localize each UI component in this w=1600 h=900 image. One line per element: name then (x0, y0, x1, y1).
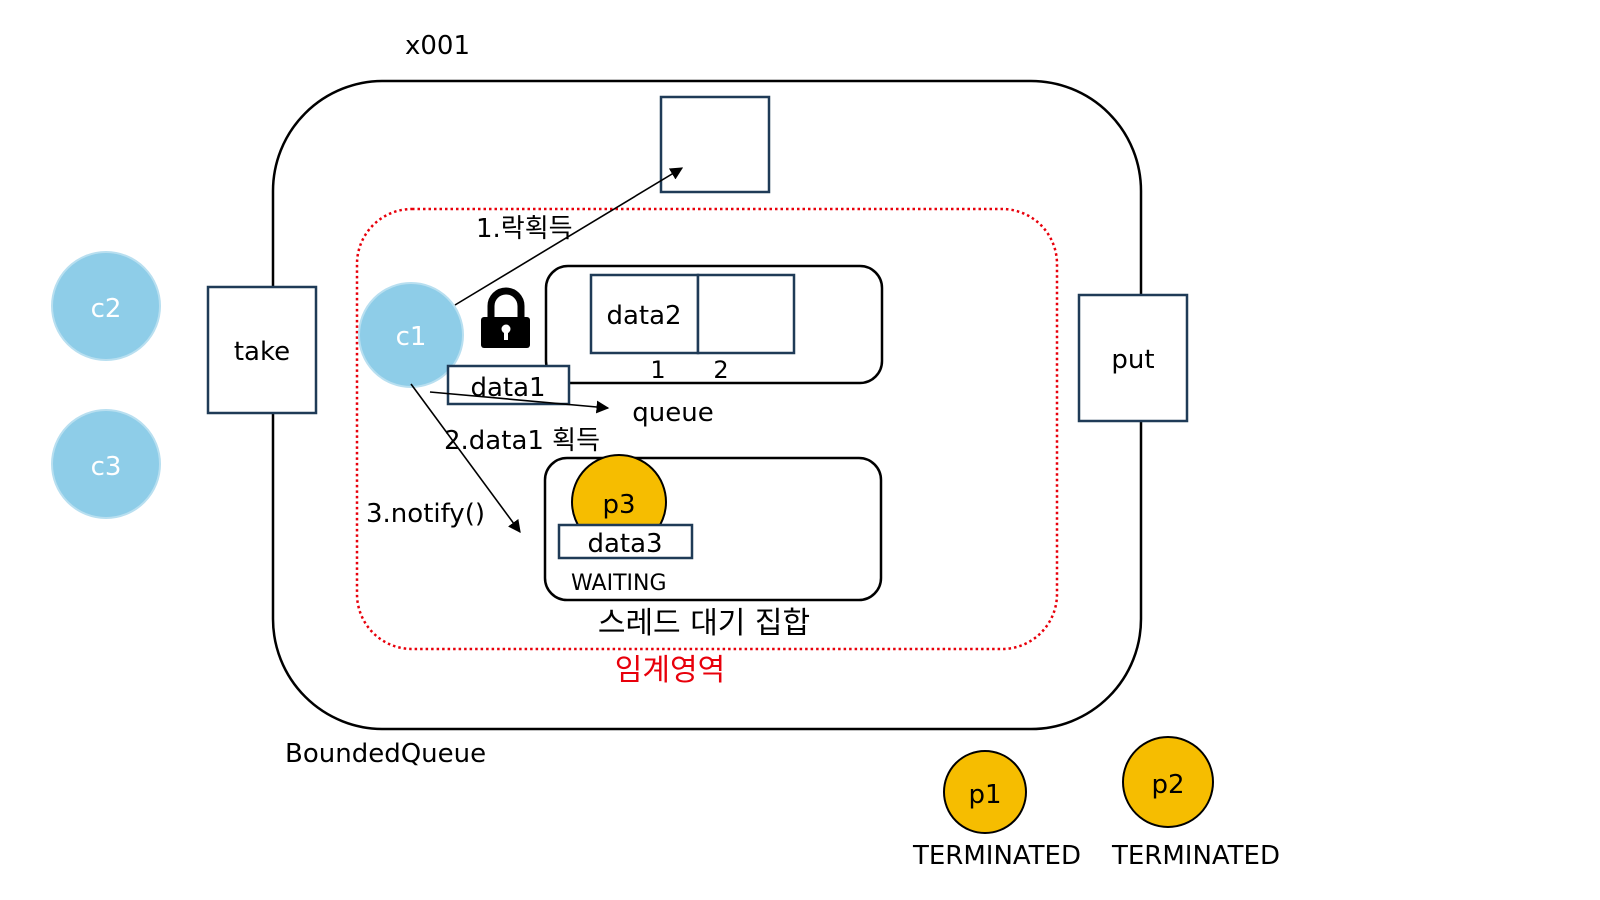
data1-label: data1 (470, 373, 545, 403)
arrow-notify (410, 383, 521, 534)
object-label: BoundedQueue (285, 739, 486, 769)
queue-index-1: 1 (650, 356, 665, 384)
producer-p2-label: p2 (1151, 770, 1184, 800)
waiting-state-label: WAITING (571, 571, 667, 596)
queue-index-2: 2 (713, 356, 728, 384)
take-method-box (206, 285, 318, 415)
queue-slot-1 (589, 273, 700, 355)
step1-label: 1.락획득 (476, 214, 573, 244)
monitor-lock-slot (659, 95, 771, 194)
data3-box (557, 523, 694, 560)
take-label: take (234, 337, 290, 367)
consumer-c1-label: c1 (396, 322, 427, 352)
queue-label: queue (632, 398, 713, 428)
producer-p1 (943, 750, 1027, 834)
consumer-c2 (51, 251, 161, 361)
consumer-c2-label: c2 (91, 294, 122, 324)
data1-box (446, 364, 571, 406)
producer-p2-state: TERMINATED (1111, 841, 1280, 871)
queue-slot-2 (696, 273, 796, 355)
critical-section-frame (355, 207, 1059, 651)
consumer-c3 (51, 409, 161, 519)
producer-p2 (1122, 736, 1214, 828)
queue-slot-1-value: data2 (606, 301, 681, 331)
arrow-take-data1 (429, 391, 610, 414)
consumer-c1 (358, 282, 464, 388)
data3-label: data3 (587, 529, 662, 559)
put-method-box (1077, 293, 1189, 423)
producer-p1-label: p1 (968, 780, 1001, 810)
consumer-c3-label: c3 (91, 452, 122, 482)
wait-set-label: 스레드 대기 집합 (598, 606, 810, 641)
critical-section-label: 임계영역 (615, 653, 725, 688)
producer-p1-state: TERMINATED (912, 841, 1081, 871)
address-label: x001 (405, 31, 470, 61)
step3-label: 3.notify() (366, 499, 485, 529)
arrow-acquire-lock (454, 167, 684, 306)
producer-p3-label: p3 (602, 490, 635, 520)
step2-label: 2.data1 획득 (444, 426, 600, 456)
put-label: put (1111, 345, 1154, 375)
lock-icon (481, 287, 530, 348)
